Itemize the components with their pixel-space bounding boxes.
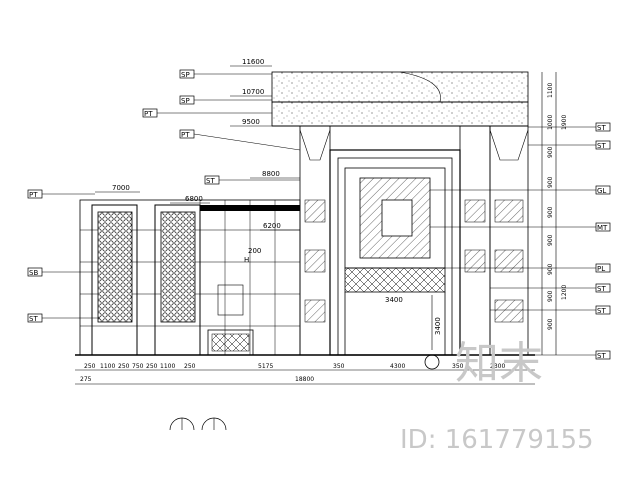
elev-6800: 6800 [185,195,203,203]
tag-sp-2: SP [181,97,190,105]
central-portal [329,149,461,356]
bdim-4: 250 [146,363,158,370]
bdim-11: 2300 [490,363,505,370]
bdim-0: 250 [84,363,96,370]
elev-200: 200 [248,247,261,255]
bdim-8: 350 [333,363,345,370]
elevation-markers: 11600 10700 9500 8800 7000 6800 6200 340… [95,58,403,304]
right-tags: ST ST GL MT PL ST ST ST [430,122,611,360]
bdim-10: 350 [452,363,464,370]
watermark-id: ID: 161779155 [400,425,594,455]
tag-pl: PL [597,265,605,273]
ceiling-band [271,71,529,127]
rdim-8: 900 [547,290,554,302]
elev-8800: 8800 [262,170,280,178]
tag-gl: GL [597,187,606,195]
rdim-5: 900 [547,206,554,218]
bdim-6: 250 [184,363,196,370]
right-dimension-chain: 1100 1000 900 1900 900 900 900 900 900 9… [541,72,568,355]
elev-10700: 10700 [242,88,264,96]
tag-pt-1: PT [144,110,153,118]
elev-7000: 7000 [112,184,130,192]
column-left [299,125,331,356]
elev-3400: 3400 [385,296,403,304]
tag-mt: MT [597,224,608,232]
left-tags: SP SP PT PT PT SB ST ST [27,69,301,323]
bdim-total: 18800 [295,376,314,383]
rdim-7: 900 [547,263,554,275]
tag-st-r4: ST [597,307,606,315]
dim-3400-vertical: 3400 [434,317,442,335]
bdim-1: 1100 [100,363,115,370]
rdim-2: 900 [547,146,554,158]
bdim-7: 5175 [258,363,273,370]
rdim-3: 1900 [561,115,568,130]
bdim-total-left: 275 [80,376,92,383]
tag-pt-3: PT [29,191,38,199]
tag-sb: SB [29,269,38,277]
column-right [459,125,529,356]
rdim-1: 1000 [547,115,554,130]
door-swing-symbols [169,417,227,431]
rdim-10: 1200 [561,285,568,300]
bdim-5: 1100 [160,363,175,370]
rdim-6: 900 [547,234,554,246]
tag-sp-1: SP [181,71,190,79]
reception-desk [207,284,254,356]
elev-11600: 11600 [242,58,264,66]
bottom-dimension-chain: 250 1100 250 750 250 1100 250 5175 350 4… [75,363,535,385]
elev-6200: 6200 [263,222,281,230]
tag-st-r3: ST [597,285,606,293]
rdim-9: 900 [547,318,554,330]
tag-st-1: ST [29,315,38,323]
rdim-4: 900 [547,176,554,188]
height-dimension-3400: 3400 [424,295,442,370]
tag-st-r1: ST [597,124,606,132]
rdim-0: 1100 [547,83,554,98]
door-mark: H [244,256,249,264]
tag-st-2: ST [206,177,215,185]
tag-pt-2: PT [181,131,190,139]
watermark-brand: 知末 [455,338,543,389]
bdim-9: 4300 [390,363,405,370]
bdim-2: 250 [118,363,130,370]
tag-st-r5: ST [597,352,606,360]
tag-st-r2: ST [597,142,606,150]
lattice-panel-2 [154,204,201,356]
elev-9500: 9500 [242,118,260,126]
lattice-panel-1 [91,204,138,356]
bdim-3: 750 [132,363,144,370]
